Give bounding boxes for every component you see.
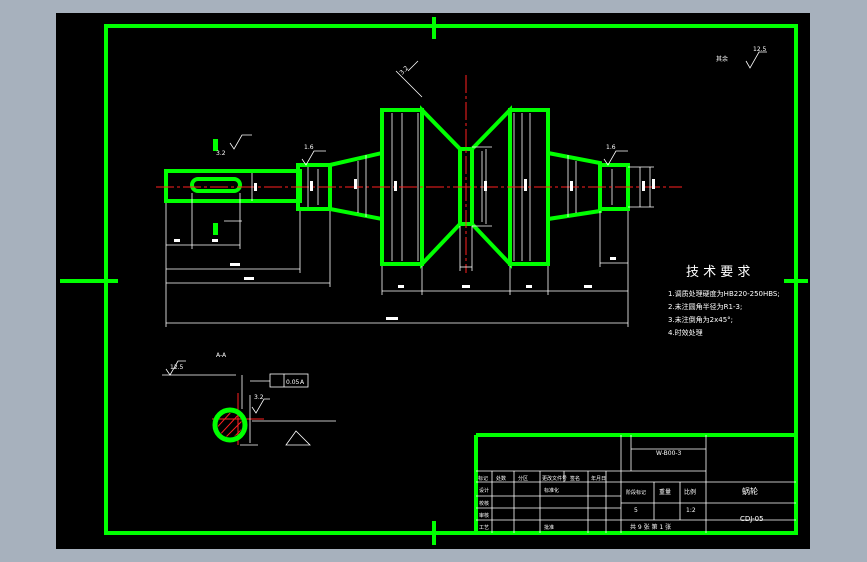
- tb-quantity: 5: [634, 507, 638, 514]
- cad-viewport[interactable]: 1.6 1.6 3.2 12.5 其余 3.2 技 术 要 求 1.调质处理硬度…: [56, 13, 810, 549]
- section-tolerance-value: 0.05: [286, 379, 300, 386]
- tb-scale-label: 比例: [684, 488, 696, 496]
- tb-drawing-number: W-B00-3: [656, 450, 682, 457]
- tb-col-standard: 标准化: [544, 487, 559, 494]
- roughness-center-value: 3.2: [398, 65, 410, 77]
- right-taper: [546, 150, 602, 222]
- tb-header-1: 标记: [478, 475, 488, 482]
- tech-req-item-1: 1.调质处理硬度为HB220-250HBS;: [668, 289, 780, 298]
- roughness-general-value: 12.5: [753, 46, 767, 53]
- dimension-lines: [165, 113, 654, 327]
- section-side-roughness: 3.2: [254, 394, 264, 401]
- centerlines: [156, 75, 682, 445]
- tb-row-review: 审核: [479, 512, 489, 519]
- roughness-left-value: 1.6: [304, 144, 314, 151]
- tb-weight-label: 重量: [659, 488, 671, 496]
- tb-header-6: 年月日: [591, 475, 606, 482]
- section-label: A-A: [216, 352, 227, 359]
- datum-marker-top: [213, 139, 218, 151]
- tb-header-4: 更改文件号: [542, 475, 567, 482]
- roughness-keyway-value: 3.2: [216, 150, 226, 157]
- dimension-value-marks: [174, 179, 655, 320]
- datum-marker-bottom: [213, 223, 218, 235]
- tech-req-item-2: 2.未注圆角半径为R1-3;: [668, 302, 742, 311]
- section-view: [162, 360, 336, 446]
- roughness-symbols: [224, 51, 767, 222]
- tb-scale: 1:2: [686, 507, 696, 514]
- tech-req-item-4: 4.时效处理: [668, 328, 703, 337]
- shaft-left-end: [164, 169, 302, 203]
- tb-stage-label: 阶段标记: [626, 489, 646, 496]
- tb-row-design: 设计: [479, 487, 489, 494]
- roughness-right-value: 1.6: [606, 144, 616, 151]
- tb-row-check: 校核: [479, 500, 489, 507]
- tb-header-3: 分区: [518, 475, 528, 482]
- tb-part-name: 蜗轮: [742, 486, 758, 496]
- tb-header-2: 处数: [496, 475, 506, 482]
- shaft-drawing: 1.6 1.6 3.2 12.5 其余 3.2 技 术 要 求 1.调质处理硬度…: [60, 17, 808, 545]
- tech-req-heading: 技 术 要 求: [686, 265, 750, 280]
- tb-sheet-info: 共 9 张 第 1 张: [630, 523, 671, 531]
- tb-col-approve: 批准: [544, 524, 554, 531]
- keyway-slot: [190, 177, 242, 193]
- title-block: [474, 433, 796, 533]
- section-roughness-value: 12.5: [170, 364, 184, 371]
- tech-req-item-3: 3.未注倒角为2x45°;: [668, 315, 733, 324]
- tb-row-process: 工艺: [479, 525, 489, 531]
- tb-header-5: 签名: [570, 475, 580, 482]
- roughness-general-label: 其余: [716, 55, 728, 63]
- section-tolerance-datum: A: [300, 379, 305, 386]
- tb-material-code: CDJ-05: [740, 515, 764, 523]
